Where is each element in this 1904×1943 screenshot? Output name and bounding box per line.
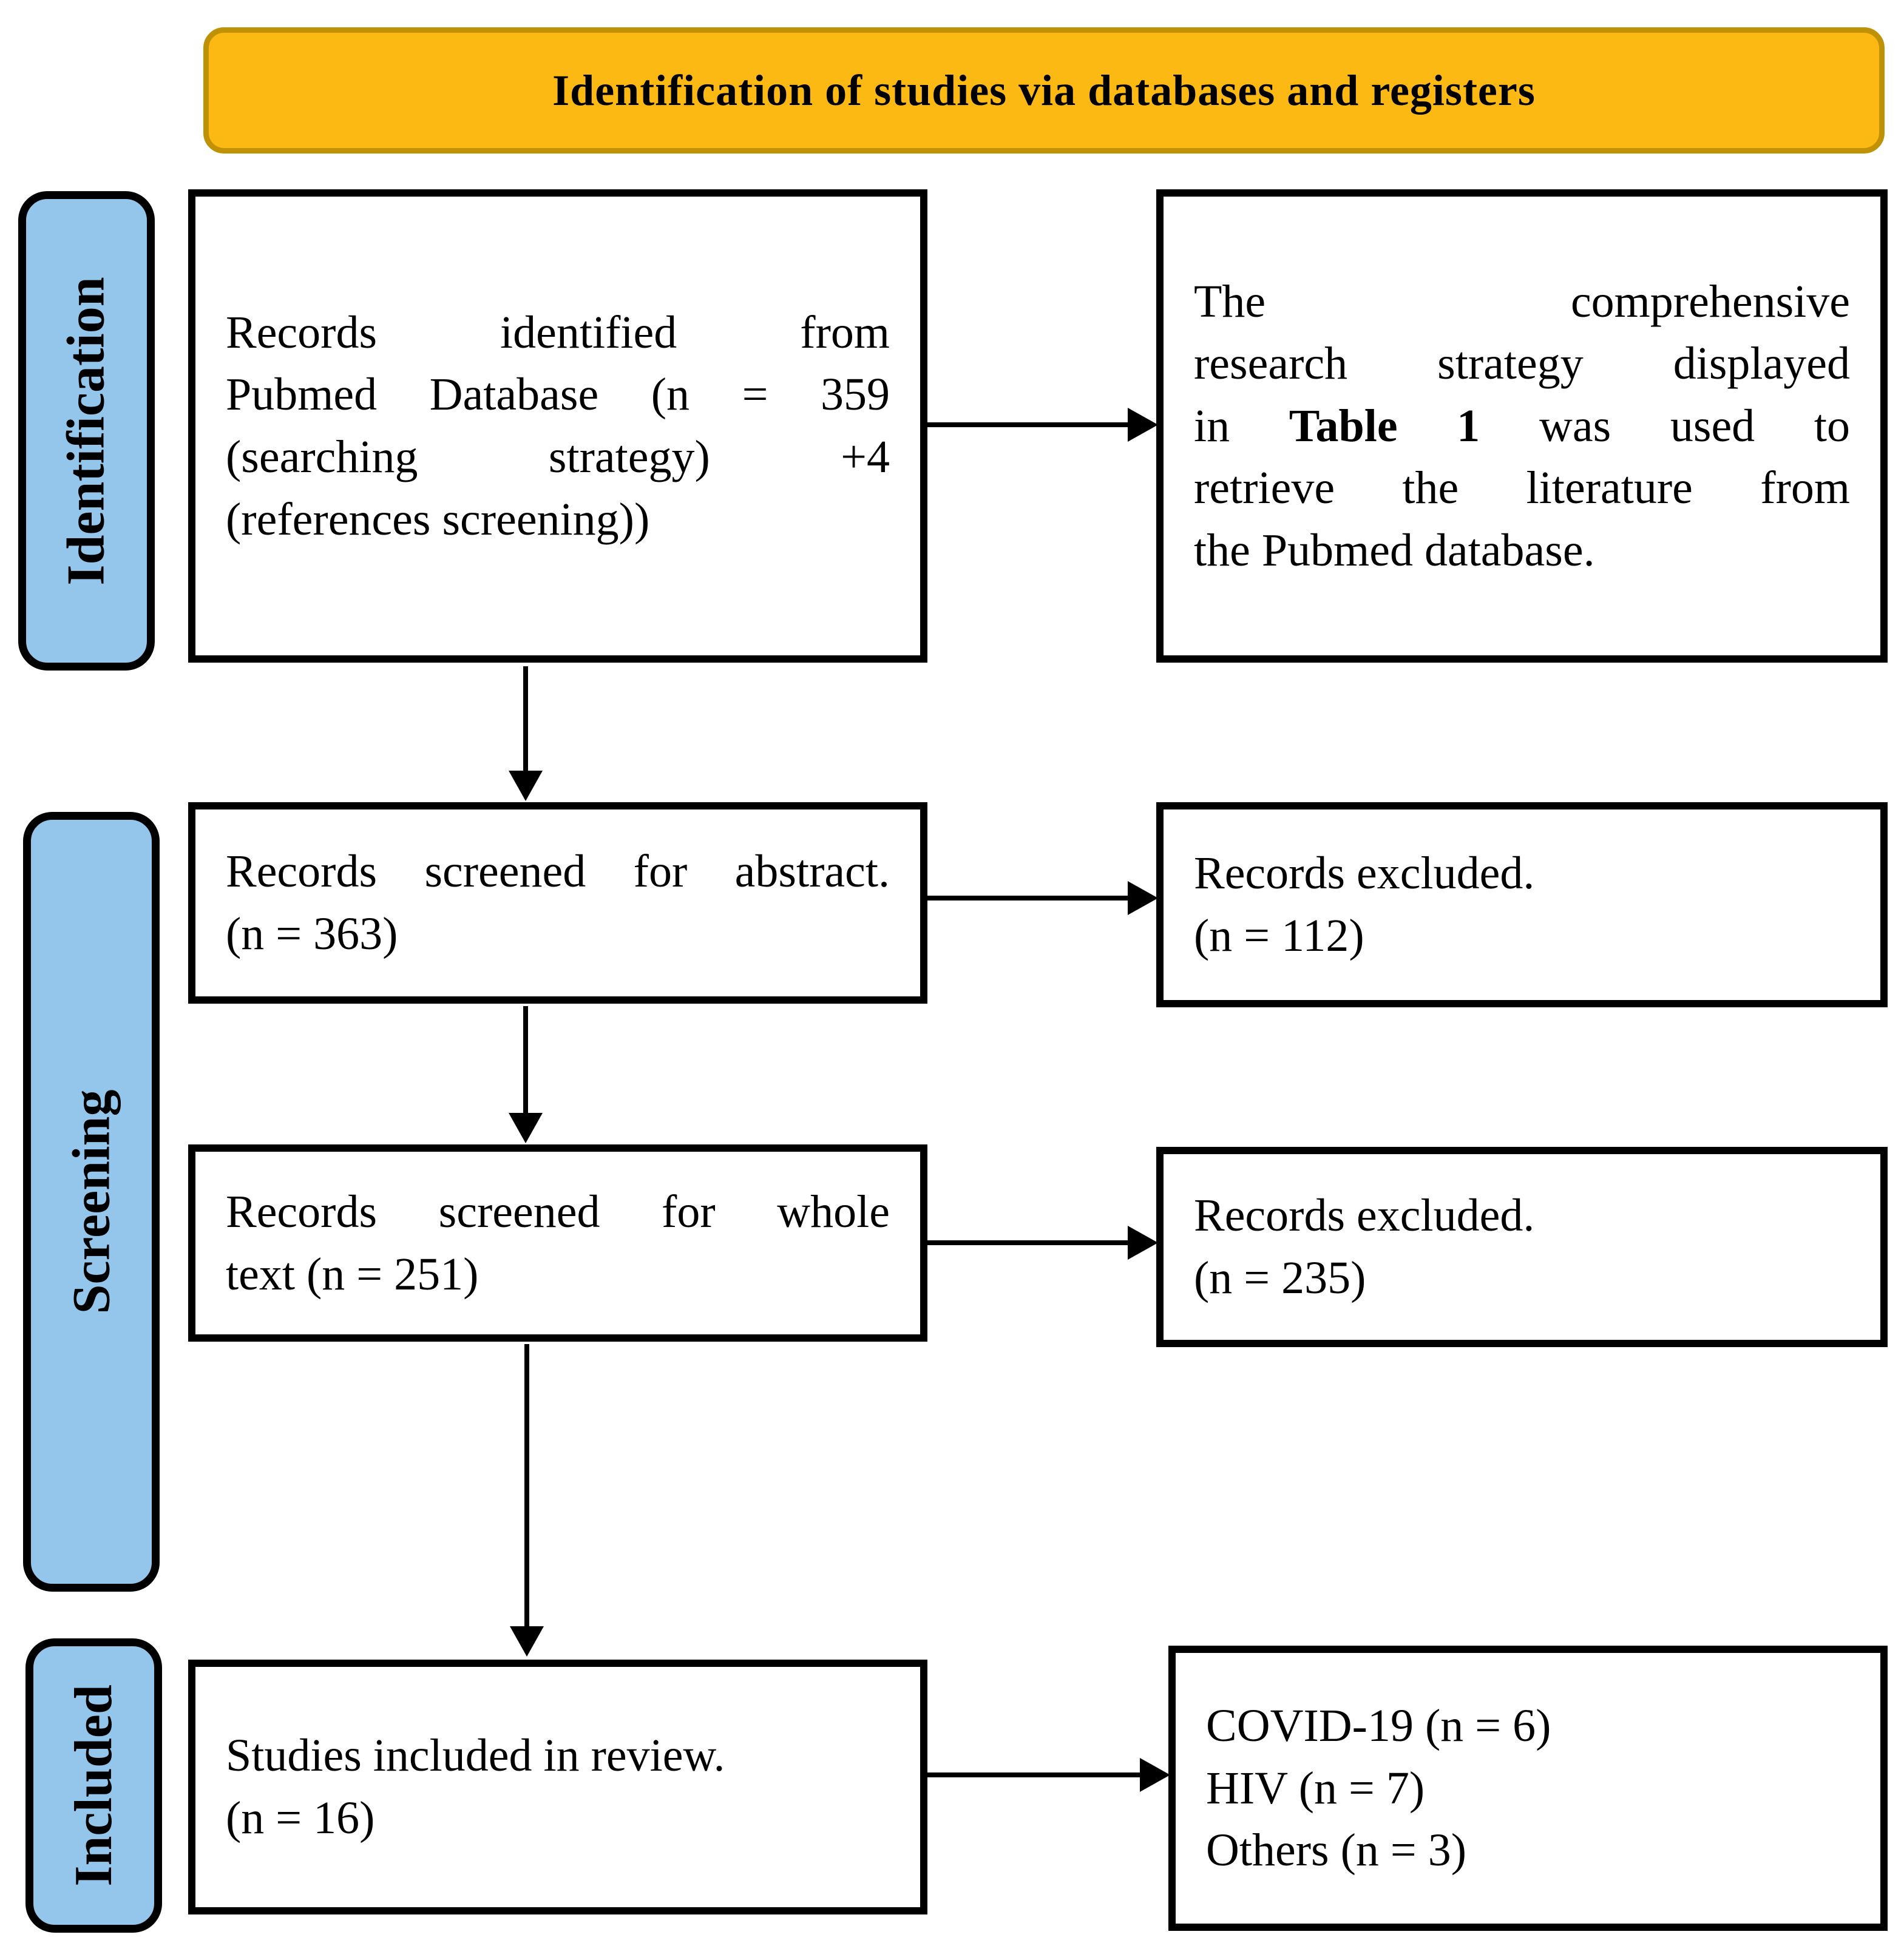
arrow-abstract-screen-to-fulltext-screen xyxy=(509,1006,543,1143)
arrow-included-to-breakdown xyxy=(927,1758,1170,1792)
box-records-excluded-fulltext: Records excluded.(n = 235) xyxy=(1156,1147,1888,1347)
banner: Identification of studies via databases … xyxy=(203,27,1885,154)
arrow-shaft xyxy=(523,666,528,773)
arrow-head-right-icon xyxy=(1128,1226,1158,1260)
stage-label-identification: Identification xyxy=(18,191,155,671)
arrow-fulltext-screen-to-excluded xyxy=(927,1226,1158,1260)
stage-label-screening: Screening xyxy=(23,812,160,1592)
arrow-shaft xyxy=(523,1006,528,1115)
box-records-excluded-abstract-text: Records excluded.(n = 112) xyxy=(1194,848,1535,961)
arrow-shaft xyxy=(524,1344,529,1629)
box-included-breakdown-text: COVID-19 (n = 6)HIV (n = 7)Others (n = 3… xyxy=(1206,1700,1551,1876)
arrow-head-down-icon xyxy=(510,1626,544,1657)
stage-label-identification-text: Identification xyxy=(57,276,117,586)
box-records-excluded-abstract: Records excluded.(n = 112) xyxy=(1156,802,1888,1007)
box-included-breakdown: COVID-19 (n = 6)HIV (n = 7)Others (n = 3… xyxy=(1168,1646,1888,1931)
arrow-shaft xyxy=(927,1240,1130,1245)
box-studies-included-text: Studies included in review.(n = 16) xyxy=(226,1730,725,1843)
arrow-fulltext-screen-to-included xyxy=(510,1344,544,1657)
box-records-screened-abstract: Records screened for abstract.(n = 363) xyxy=(188,802,927,1004)
arrow-shaft xyxy=(927,422,1130,427)
stage-label-screening-text: Screening xyxy=(62,1089,121,1314)
box-records-screened-abstract-text: Records screened for abstract.(n = 363) xyxy=(226,846,890,959)
arrow-shaft xyxy=(927,1772,1142,1777)
arrow-shaft xyxy=(927,896,1130,901)
banner-title: Identification of studies via databases … xyxy=(552,66,1536,115)
arrow-head-down-icon xyxy=(509,1113,543,1143)
arrow-abstract-screen-to-excluded xyxy=(927,881,1158,915)
arrow-identified-to-abstract-screen xyxy=(509,666,543,801)
arrow-head-right-icon xyxy=(1128,408,1158,442)
stage-label-included: Included xyxy=(25,1638,162,1933)
arrow-head-down-icon xyxy=(509,771,543,801)
arrow-identified-to-strategy-note xyxy=(927,408,1158,442)
stage-label-included-text: Included xyxy=(64,1684,124,1887)
arrow-head-right-icon xyxy=(1140,1758,1170,1792)
arrow-head-right-icon xyxy=(1128,881,1158,915)
box-studies-included: Studies included in review.(n = 16) xyxy=(188,1660,927,1914)
box-records-excluded-fulltext-text: Records excluded.(n = 235) xyxy=(1194,1190,1535,1303)
